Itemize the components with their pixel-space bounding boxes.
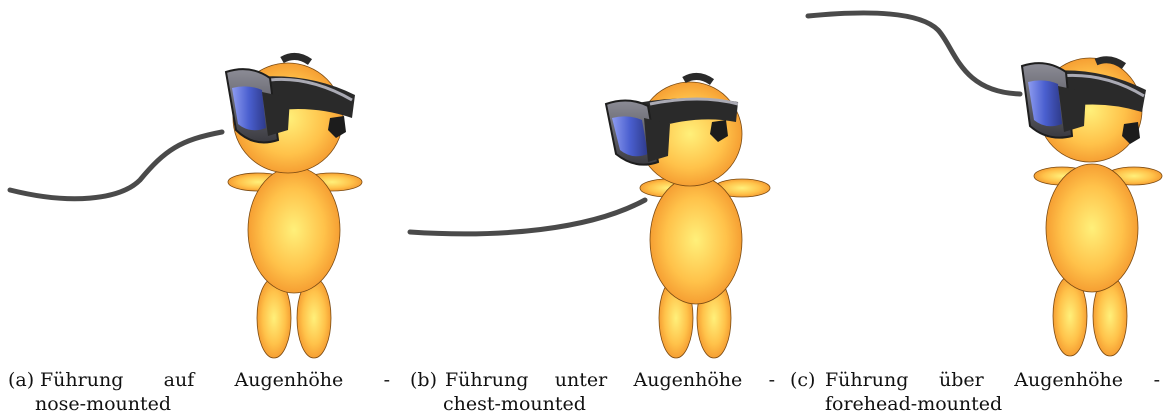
figure-b-illustration: [407, 73, 771, 359]
cable: [805, 10, 1023, 97]
vr-headset-icon: [604, 73, 739, 166]
figure-a-illustration: [7, 53, 363, 359]
caption-line2: chest-mounted: [443, 393, 586, 415]
vr-headset-icon: [1020, 56, 1146, 144]
vr-headset-icon: [224, 53, 355, 144]
caption-tag: (a): [8, 369, 35, 391]
caption-tag: (c): [790, 369, 816, 391]
cable: [407, 197, 648, 237]
caption-line2: forehead-mounted: [825, 393, 1003, 415]
figure-c-illustration: [805, 10, 1163, 357]
caption-line2: nose-mounted: [35, 393, 172, 415]
cable: [7, 129, 225, 202]
caption-tag: (b): [410, 369, 437, 391]
